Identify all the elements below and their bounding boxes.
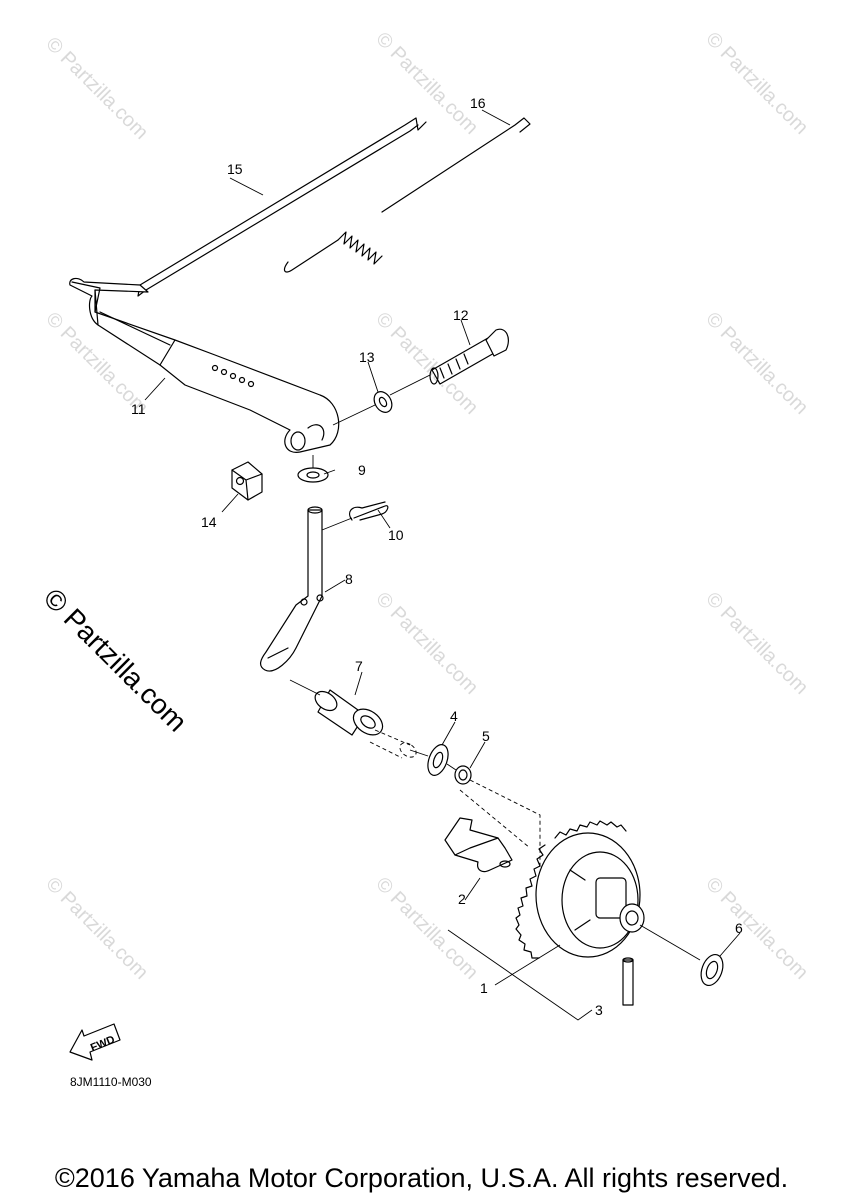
callout-7: 7 (355, 658, 363, 674)
assembly-lines (289, 374, 701, 961)
watermark: © Partzilla.com (371, 28, 482, 139)
callout-4: 4 (450, 708, 458, 724)
diagram-code: 8JM1110-M030 (70, 1075, 152, 1089)
watermark-grid: © Partzilla.com © Partzilla.com © Partzi… (41, 28, 812, 984)
part-6-washer (700, 953, 724, 987)
part-2-pawl (444, 817, 513, 873)
part-4-washer (427, 744, 449, 776)
watermark: © Partzilla.com (701, 28, 812, 139)
leader-lines (144, 109, 741, 1021)
watermark: © Partzilla.com (371, 588, 482, 699)
watermark: © Partzilla.com (41, 873, 152, 984)
watermark: © Partzilla.com (701, 308, 812, 419)
copyright-notice: ©2016 Yamaha Motor Corporation, U.S.A. A… (54, 1163, 789, 1193)
part-11-lever (69, 277, 340, 453)
part-16-spring-rod (283, 117, 531, 273)
watermark-large: © Partzilla.com (38, 582, 193, 737)
watermark: © Partzilla.com (701, 588, 812, 699)
part-9-washer (297, 467, 329, 483)
part-13-washer (373, 391, 393, 413)
callout-14: 14 (201, 514, 217, 530)
part-5-ring (454, 765, 472, 785)
callout-10: 10 (388, 527, 404, 543)
callout-8: 8 (345, 571, 353, 587)
part-10-cotter-pin (349, 501, 389, 521)
callout-5: 5 (482, 728, 490, 744)
part-14-nut (231, 461, 263, 501)
callout-2: 2 (458, 891, 466, 907)
callout-1: 1 (480, 980, 488, 996)
watermark: © Partzilla.com (41, 33, 152, 144)
callout-11: 11 (131, 401, 146, 417)
callout-12: 12 (453, 307, 469, 323)
part-15-rod (137, 117, 427, 297)
fwd-arrow-icon: FWD (69, 1023, 121, 1061)
callout-labels: 1 2 3 4 5 6 7 8 9 10 11 12 13 14 15 16 (131, 95, 743, 1018)
callout-13: 13 (359, 349, 375, 365)
callout-6: 6 (735, 920, 743, 936)
callout-15: 15 (227, 161, 243, 177)
part-7-bushing (314, 689, 417, 759)
watermark: © Partzilla.com (371, 873, 482, 984)
callout-9: 9 (358, 462, 366, 478)
part-8-shaft (260, 506, 324, 672)
part-3-pin (622, 957, 634, 1006)
part-12-bolt (429, 328, 509, 385)
part-1-gear (515, 820, 645, 959)
callout-16: 16 (470, 95, 486, 111)
callout-3: 3 (595, 1002, 603, 1018)
